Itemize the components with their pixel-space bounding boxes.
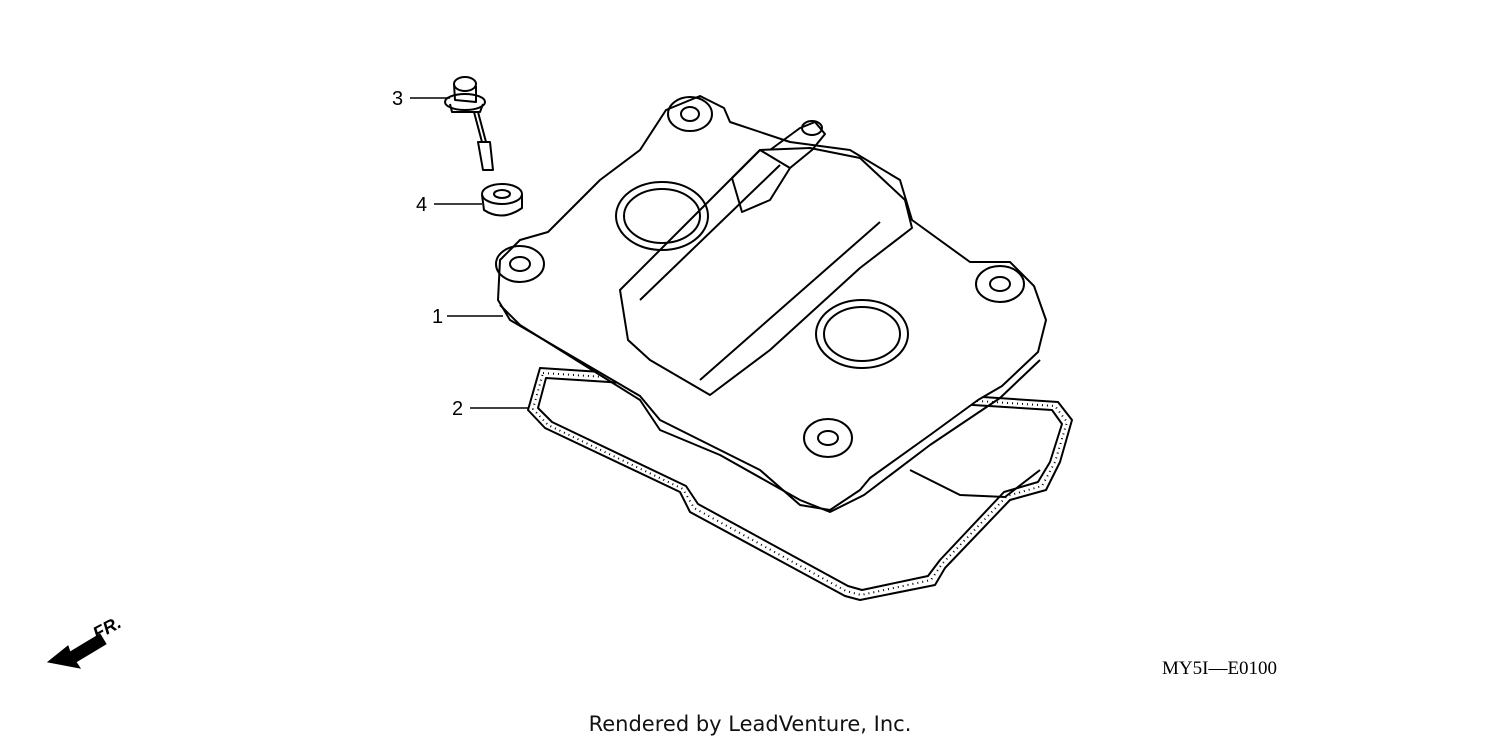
head-cover-part[interactable] — [495, 95, 1047, 513]
seal-part[interactable] — [481, 183, 523, 217]
callout-2[interactable]: 2 — [452, 398, 463, 420]
bolt-part[interactable] — [444, 76, 494, 171]
diagram-code: MY5I—E0100 — [1162, 658, 1277, 679]
callout-3[interactable]: 3 — [392, 88, 403, 110]
front-arrow-icon — [46, 633, 107, 669]
gasket-part[interactable] — [527, 367, 1073, 601]
callout-1[interactable]: 1 — [432, 306, 443, 328]
credit-text: Rendered by LeadVenture, Inc. — [588, 712, 912, 736]
callout-4[interactable]: 4 — [416, 194, 427, 216]
